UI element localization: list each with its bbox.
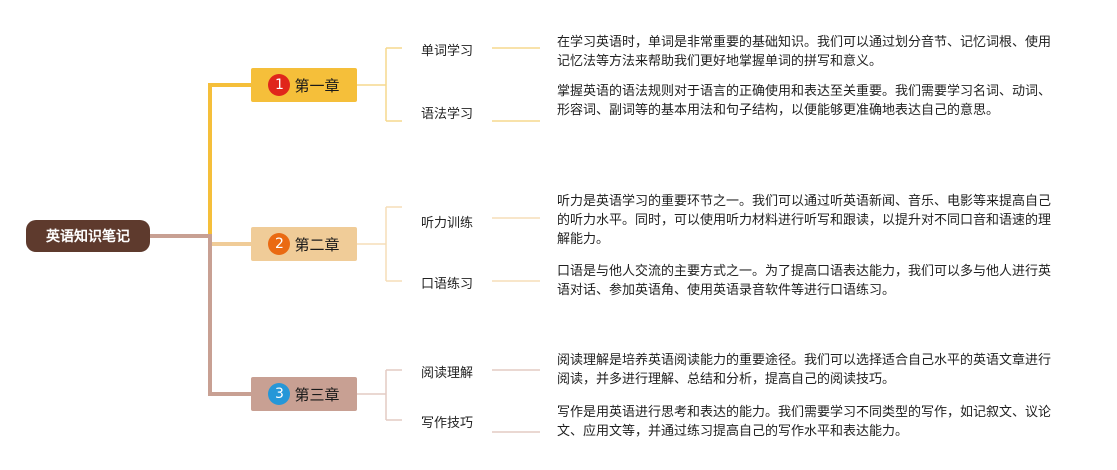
topic-listening-training[interactable]: 听力训练 — [421, 216, 474, 231]
desc-listening-training: 听力是英语学习的重要环节之一。我们可以通过听英语新闻、音乐、电影等来提高自己的听… — [557, 194, 1052, 247]
topic-grammar-learning[interactable]: 语法学习 — [421, 107, 474, 122]
chapter-3-node[interactable]: 3 第三章 — [251, 377, 357, 411]
topic-speaking-practice[interactable]: 口语练习 — [421, 277, 474, 292]
connector-root-ch1 — [150, 83, 251, 238]
connector-ch3-topics — [356, 369, 402, 421]
chapter-1-number-badge: 1 — [268, 74, 291, 96]
topic-word-learning[interactable]: 单词学习 — [421, 44, 474, 59]
connector-ch1-topics — [356, 47, 402, 122]
root-node[interactable]: 英语知识笔记 — [26, 220, 150, 252]
chapter-3-label: 第三章 — [294, 385, 340, 404]
chapter-1-label: 第一章 — [294, 76, 340, 95]
chapter-2-number-badge: 2 — [268, 233, 291, 255]
desc-writing-skills: 写作是用英语进行思考和表达的能力。我们需要学习不同类型的写作，如记叙文、议论文、… — [557, 405, 1052, 439]
chapter-3-number-badge: 3 — [268, 383, 291, 405]
desc-reading-comprehension: 阅读理解是培养英语阅读能力的重要途径。我们可以选择适合自己水平的英语文章进行阅读… — [557, 353, 1052, 387]
desc-grammar-learning: 掌握英语的语法规则对于语言的正确使用和表达至关重要。我们需要学习名词、动词、形容… — [557, 84, 1052, 118]
chapter-1-node[interactable]: 1 第一章 — [251, 68, 357, 102]
root-label: 英语知识笔记 — [46, 229, 130, 245]
topic-reading-comprehension[interactable]: 阅读理解 — [421, 366, 474, 381]
topic-writing-skills[interactable]: 写作技巧 — [421, 416, 474, 431]
chapter-2-node[interactable]: 2 第二章 — [251, 227, 357, 261]
desc-word-learning: 在学习英语时，单词是非常重要的基础知识。我们可以通过划分音节、记忆词根、使用记忆… — [557, 35, 1052, 69]
connector-root-ch3 — [150, 234, 251, 396]
connector-ch2-topics — [356, 206, 402, 282]
desc-speaking-practice: 口语是与他人交流的主要方式之一。为了提高口语表达能力，我们可以多与他人进行英语对… — [557, 264, 1052, 298]
chapter-2-label: 第二章 — [294, 235, 340, 254]
